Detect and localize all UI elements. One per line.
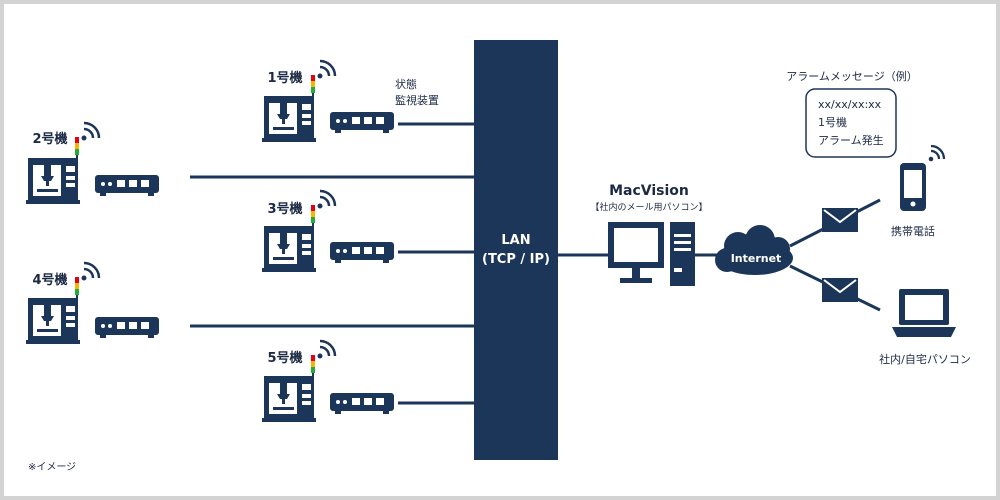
mail-envelope-icon (821, 277, 859, 303)
image-note: ※イメージ (28, 462, 76, 473)
alarm-line-1: xx/xx/xx:xx (818, 98, 882, 111)
monitor-device-icon (330, 242, 394, 263)
lan-label: LAN (501, 233, 530, 248)
monitor-label-line2: 監視装置 (395, 93, 439, 107)
alarm-title: アラームメッセージ（例） (786, 69, 917, 83)
machine-label: 4号機 (32, 272, 67, 288)
pc-monitor-icon (608, 222, 664, 283)
laptop-icon (892, 289, 956, 337)
server-title: MacVision (609, 183, 689, 199)
machine-1: 1号機 (260, 59, 394, 144)
mobile-label: 携帯電話 (891, 224, 935, 238)
internet-label: Internet (731, 252, 782, 265)
lan-backbone (474, 40, 558, 460)
machine-3: 3号機 (260, 189, 394, 274)
machine-5: 5号機 (260, 339, 394, 424)
machine-label: 5号機 (267, 350, 302, 366)
machine-label: 2号機 (32, 131, 67, 147)
pc-label: 社内/自宅パソコン (879, 352, 971, 366)
machine-label: 1号機 (267, 70, 302, 86)
machine-4: 4号機 (24, 261, 159, 346)
monitor-device-icon (330, 112, 394, 133)
mobile-phone-icon (900, 144, 946, 211)
monitor-device-icon (95, 317, 159, 338)
mail-envelope-icon (821, 207, 859, 233)
monitor-device-icon (330, 393, 394, 414)
alarm-line-2: 1号機 (818, 115, 847, 129)
machine-2: 2号機 (24, 121, 159, 206)
monitor-device-icon (95, 175, 159, 196)
alarm-line-3: アラーム発生 (818, 133, 884, 147)
internet-cloud-icon (715, 225, 793, 275)
server-subtitle: 【社内のメール用パソコン】 (590, 201, 707, 213)
lan-protocol-label: (TCP / IP) (482, 252, 550, 267)
machine-label: 3号機 (267, 201, 302, 217)
monitor-label-line1: 状態 (395, 77, 417, 91)
pc-tower-icon (670, 222, 695, 286)
alarm-message-box (805, 88, 897, 158)
